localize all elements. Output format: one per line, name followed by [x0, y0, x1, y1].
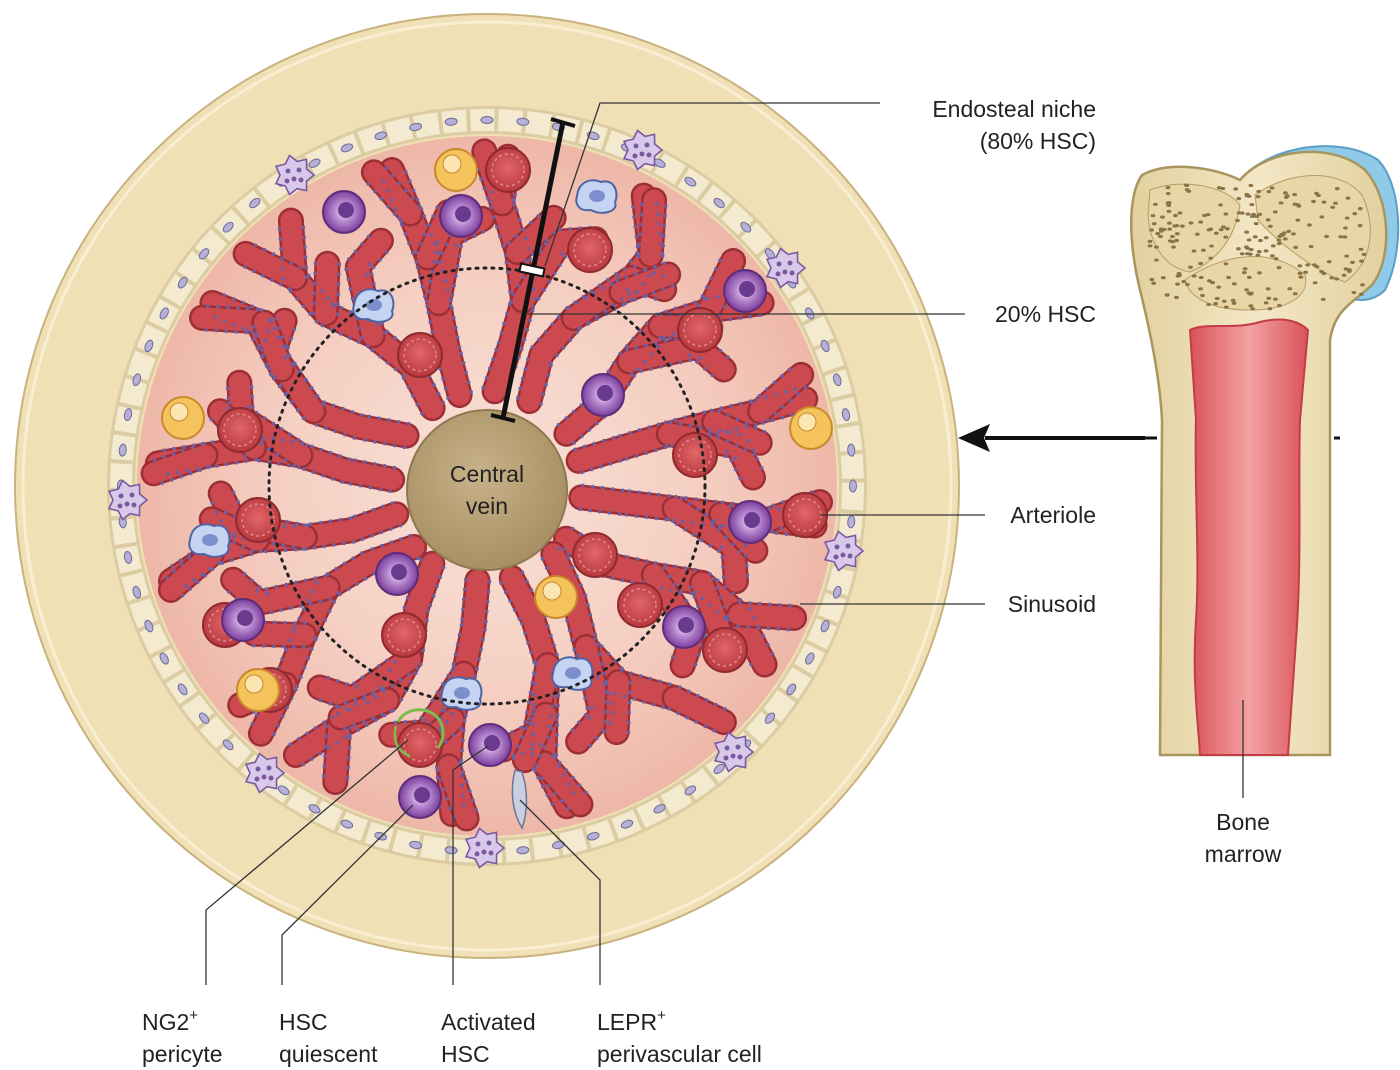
endosteal-percent-label: (80% HSC): [980, 128, 1096, 154]
osteoblast-nucleus: [850, 480, 857, 492]
sinusoid-label: Sinusoid: [1008, 591, 1096, 617]
lepr-label: LEPR+: [597, 1007, 666, 1035]
sinusoid-branch: [651, 200, 654, 255]
hsc20-label: 20% HSC: [995, 301, 1096, 327]
central-vein-label-2: vein: [466, 493, 508, 519]
activated-hsc-label: HSC: [441, 1041, 490, 1067]
osteoblast-nucleus: [481, 117, 493, 124]
quiescent-label: quiescent: [279, 1041, 378, 1067]
arteriole-label: Arteriole: [1010, 502, 1096, 528]
sinusoid-branch: [335, 727, 339, 782]
endosteal-niche-label: Endosteal niche: [932, 96, 1096, 122]
sinusoid-branch: [254, 634, 304, 636]
bone-marrow-shaft: [1190, 320, 1308, 755]
central-vein: [407, 410, 567, 570]
pericyte-label: pericyte: [142, 1041, 223, 1067]
central-vein-label-1: Central: [450, 461, 524, 487]
sinusoid-branch: [739, 615, 794, 618]
long-bone: [1131, 146, 1398, 798]
perivascular-cell-label: perivascular cell: [597, 1041, 762, 1067]
marrow-label: marrow: [1205, 841, 1282, 867]
sinusoid-branch: [617, 682, 619, 732]
hsc-label: HSC: [279, 1009, 328, 1035]
activated-label: Activated: [441, 1009, 536, 1035]
ng2-label: NG2+: [142, 1007, 198, 1035]
sinusoid-branch: [326, 264, 328, 314]
sinusoid-branch: [202, 318, 257, 321]
bone-label: Bone: [1216, 809, 1270, 835]
